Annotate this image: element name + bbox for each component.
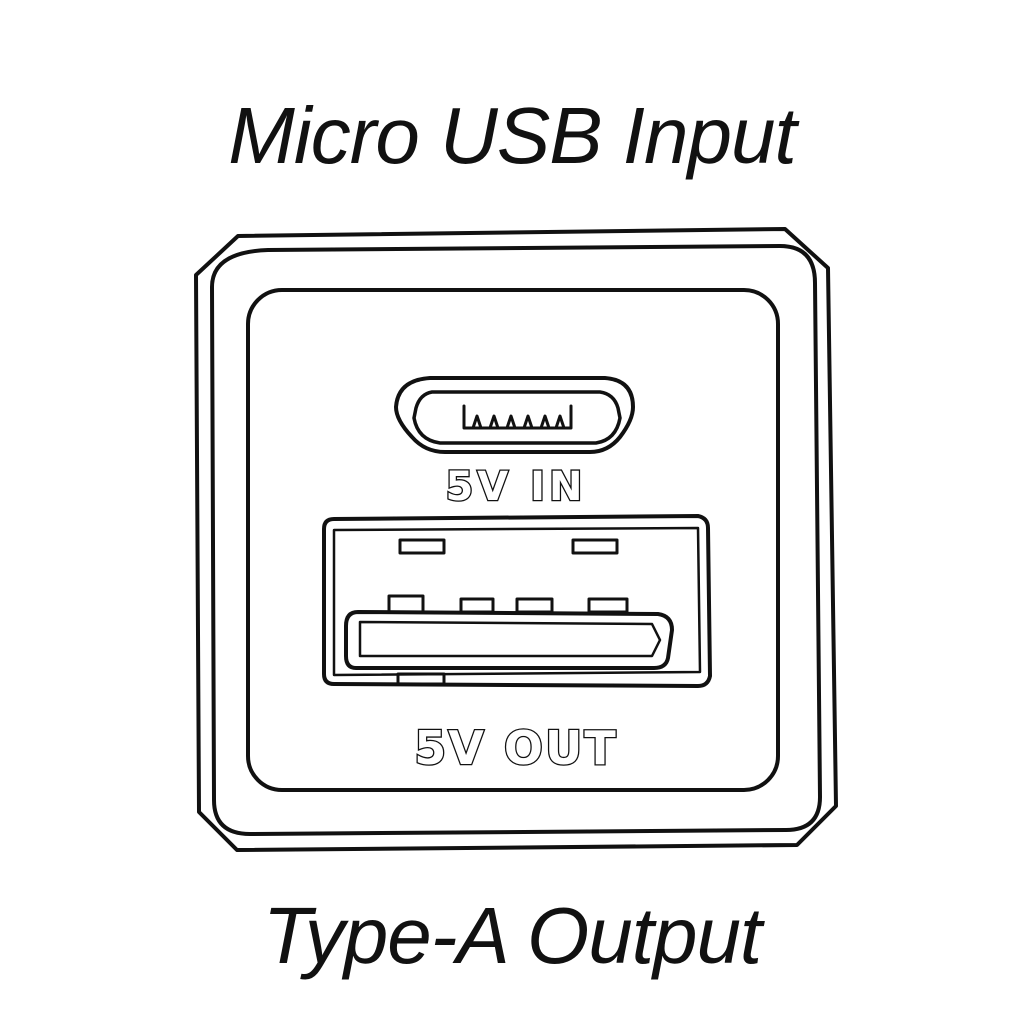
inner-bezel bbox=[210, 244, 822, 836]
usb-a-pin-3 bbox=[515, 597, 554, 614]
micro-usb-input-caption: Micro USB Input bbox=[228, 91, 796, 180]
usb-a-tongue bbox=[344, 610, 674, 670]
type-a-output-caption: Type-A Output bbox=[262, 891, 762, 980]
micro-usb-pins bbox=[462, 404, 573, 430]
usb-a-pin-1 bbox=[387, 594, 425, 614]
port-panel bbox=[246, 288, 780, 792]
usb-a-latch-left bbox=[398, 538, 446, 555]
usb-a-port-label: 5V OUT bbox=[414, 721, 617, 775]
usb-a-pin-4 bbox=[587, 597, 629, 614]
usb-a-latch-right bbox=[571, 538, 619, 555]
usb-a-bottom-tab bbox=[396, 672, 446, 686]
usb-a-pin-2 bbox=[459, 597, 495, 614]
outer-bezel bbox=[194, 227, 838, 852]
micro-usb-port-label: 5V IN bbox=[445, 464, 586, 510]
usb-a-port bbox=[322, 514, 712, 688]
micro-usb-port bbox=[394, 376, 635, 454]
